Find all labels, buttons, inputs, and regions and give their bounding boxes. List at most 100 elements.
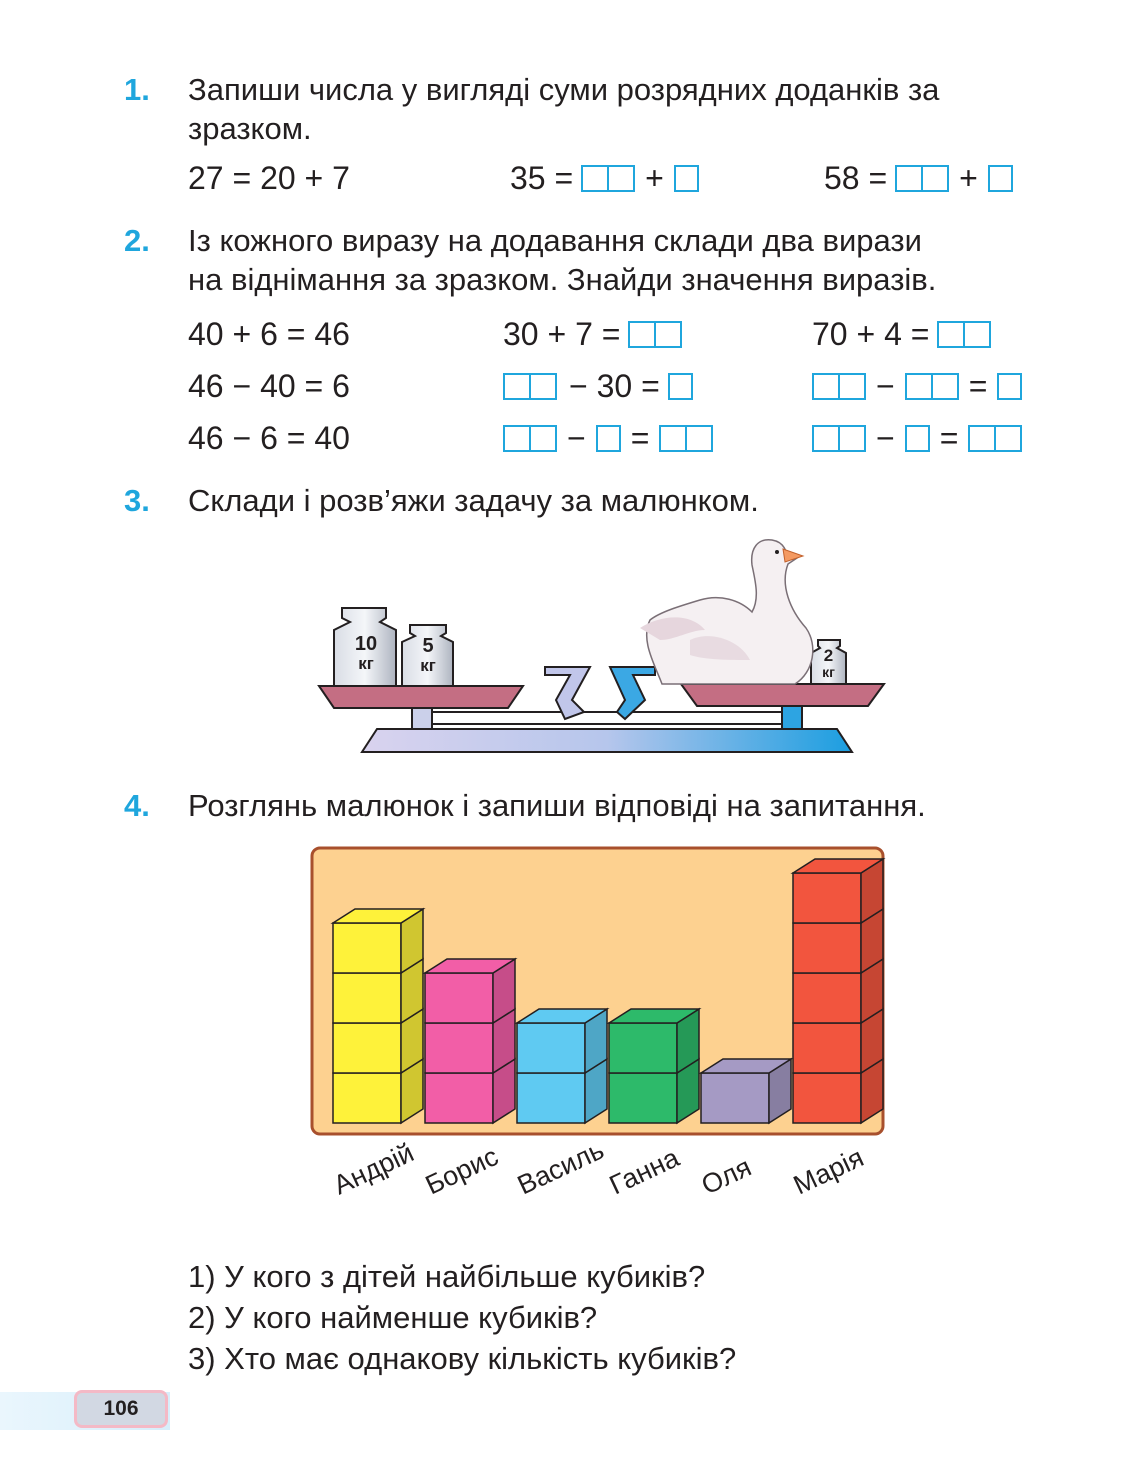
cube-front xyxy=(792,1072,862,1124)
scale-base xyxy=(360,666,854,753)
answer-box-two-digit[interactable] xyxy=(937,320,992,348)
right-pan xyxy=(679,683,886,707)
weight-value: 2 xyxy=(823,646,834,665)
task2-sample-row1: 40 + 6 = 46 xyxy=(188,316,350,352)
weight-5-label: 5 кг xyxy=(405,636,451,676)
task2-col2-row2: − 30 = xyxy=(503,366,693,406)
scale-illustration xyxy=(317,539,886,753)
page-number: 106 xyxy=(74,1390,168,1428)
answer-box-one-digit[interactable] xyxy=(987,164,1013,192)
cube-front xyxy=(424,972,494,1024)
plus-sign: + xyxy=(959,160,978,196)
weight-10-label: 10 кг xyxy=(342,634,390,674)
task1-item3: 58 = + xyxy=(824,158,1013,198)
bar-3 xyxy=(514,1007,610,1125)
task1-text-line2: зразком. xyxy=(188,111,312,146)
answer-box-two-digit[interactable] xyxy=(968,424,1023,452)
expression-label: 70 + 4 = xyxy=(812,316,930,352)
category-label: Борис xyxy=(421,1141,503,1200)
answer-box-one-digit[interactable] xyxy=(997,372,1023,400)
bar-2 xyxy=(422,957,518,1125)
task1-item2-label: 35 = xyxy=(510,160,574,196)
answer-box-one-digit[interactable] xyxy=(904,424,930,452)
minus-sign: − xyxy=(567,420,586,456)
cube-top xyxy=(606,1008,702,1024)
task2-col3-row2: − = xyxy=(812,366,1023,406)
task1-item3-label: 58 = xyxy=(824,160,888,196)
cube-front xyxy=(700,1072,770,1124)
task2-sample-row3: 46 − 6 = 40 xyxy=(188,420,350,456)
weight-unit: кг xyxy=(822,664,835,680)
equals-sign: = xyxy=(630,420,650,456)
category-label: Оля xyxy=(697,1152,756,1201)
cube-top xyxy=(422,958,518,974)
weight-unit: кг xyxy=(358,654,374,673)
question-1: 1) У кого з дітей найбільше кубиків? xyxy=(188,1259,706,1294)
cube-front xyxy=(792,972,862,1024)
cube-front xyxy=(332,1022,402,1074)
answer-box-two-digit[interactable] xyxy=(812,424,866,452)
task2-col3-row3: − = xyxy=(812,418,1023,458)
task2-col2-row3: − = xyxy=(503,418,714,458)
cube-front xyxy=(792,922,862,974)
answer-box-two-digit[interactable] xyxy=(904,372,959,400)
question-3: 3) Хто має однакову кількість кубиків? xyxy=(188,1341,737,1376)
category-label: Марія xyxy=(789,1142,868,1200)
category-label: Василь xyxy=(513,1135,609,1201)
task2-col2-row1: 30 + 7 = xyxy=(503,314,683,354)
cube-front xyxy=(608,1022,678,1074)
cube-top xyxy=(330,908,426,924)
task4-text-line1: Розглянь малюнок і запиши відповіді на з… xyxy=(188,788,926,823)
answer-box-two-digit[interactable] xyxy=(659,424,714,452)
plus-sign: + xyxy=(645,160,664,196)
task2-col3-row1: 70 + 4 = xyxy=(812,314,992,354)
bar-6 xyxy=(790,857,886,1125)
cube-top xyxy=(698,1058,794,1074)
answer-box-one-digit[interactable] xyxy=(673,164,699,192)
weight-10kg-icon xyxy=(333,607,397,687)
answer-box-two-digit[interactable] xyxy=(628,320,683,348)
category-label: Ганна xyxy=(605,1142,685,1200)
answer-box-two-digit[interactable] xyxy=(895,164,950,192)
cube-front xyxy=(792,872,862,924)
task1-example: 27 = 20 + 7 xyxy=(188,160,350,196)
question-2: 2) У кого найменше кубиків? xyxy=(188,1300,598,1335)
cube-front xyxy=(608,1072,678,1124)
task2-number: 2. xyxy=(124,223,150,258)
cube-top xyxy=(514,1008,610,1024)
task2-text-line2: на віднімання за зразком. Знайди значенн… xyxy=(188,262,937,297)
task3-number: 3. xyxy=(124,483,150,518)
left-pan xyxy=(317,685,525,709)
cube-front xyxy=(332,972,402,1024)
cube-top xyxy=(790,858,886,874)
answer-box-two-digit[interactable] xyxy=(503,424,557,452)
answer-box-two-digit[interactable] xyxy=(503,372,557,400)
task1-item2: 35 = + xyxy=(510,158,699,198)
task2-sample-row2: 46 − 40 = 6 xyxy=(188,368,350,404)
answer-box-two-digit[interactable] xyxy=(812,372,866,400)
task3-text-line1: Склади і розв’яжи задачу за малюнком. xyxy=(188,483,759,518)
weight-value: 10 xyxy=(354,633,378,655)
weight-2kg-icon xyxy=(810,639,847,685)
task1-number: 1. xyxy=(124,72,150,107)
cube-front xyxy=(332,922,402,974)
cube-front xyxy=(792,1022,862,1074)
bar-1 xyxy=(330,907,426,1125)
cube-front xyxy=(516,1022,586,1074)
expression-label: − 30 = xyxy=(569,368,660,404)
weight-unit: кг xyxy=(420,656,436,675)
weight-2-label: 2 кг xyxy=(811,647,846,681)
weight-5kg-icon xyxy=(401,624,454,687)
cube-front xyxy=(516,1072,586,1124)
bar-4 xyxy=(606,1007,702,1125)
goose-icon xyxy=(640,539,814,685)
task1-text-line1: Запиши числа у вигляді суми розрядних до… xyxy=(188,72,940,107)
answer-box-one-digit[interactable] xyxy=(667,372,693,400)
cube-front xyxy=(424,1022,494,1074)
expression-label: 30 + 7 = xyxy=(503,316,621,352)
minus-sign: − xyxy=(876,420,895,456)
answer-box-two-digit[interactable] xyxy=(581,164,636,192)
weight-value: 5 xyxy=(422,635,434,657)
answer-box-one-digit[interactable] xyxy=(595,424,621,452)
category-label: Андрій xyxy=(329,1137,419,1200)
